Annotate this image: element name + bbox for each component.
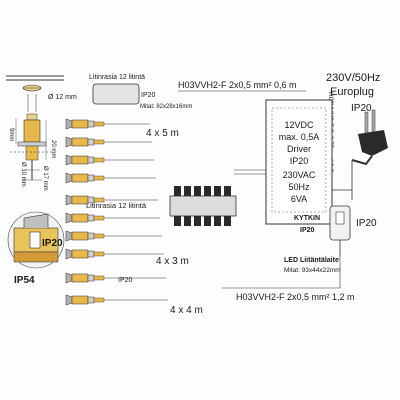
led-fixture — [65, 212, 160, 224]
led-fixture — [65, 194, 158, 206]
block-connector — [224, 186, 231, 226]
driver-line-4: 230VAC — [283, 170, 316, 180]
junction-top-dims: Mitat: 82x28x16mm — [140, 104, 192, 110]
block-connector — [174, 186, 181, 226]
led-dims: Mitat: 93x44x22mm — [284, 267, 341, 274]
bus-lines — [234, 169, 266, 175]
dim-17-label: Ø 17 mm — [42, 166, 48, 191]
connectors-group — [174, 186, 231, 226]
ip20-left-label: IP20 — [42, 238, 63, 249]
group2-label: 4 x 3 m — [156, 256, 189, 267]
driver-line-0: 12VDC — [284, 120, 314, 130]
switch-ip-right: IP20 — [356, 218, 377, 229]
led-fixture — [65, 230, 162, 242]
europlug-ip: IP20 — [351, 103, 372, 114]
led-fixture — [65, 272, 166, 284]
junction-mid-label: Litinrasia 12 litintä — [86, 201, 147, 210]
driver-box — [265, 99, 333, 225]
ip54-left-label: IP54 — [14, 275, 35, 286]
supply-label: 230V/50Hz — [326, 72, 380, 84]
group3-ip: IP20 — [118, 277, 133, 284]
central-junction-block — [169, 195, 237, 217]
led-fixture — [65, 118, 150, 130]
europlug-label: Europlug — [330, 86, 374, 98]
dim-10-label: Ø 10 mm — [20, 162, 26, 187]
switch-ip: IP20 — [300, 227, 315, 234]
block-connector — [204, 186, 211, 226]
group1-label: 4 x 5 m — [146, 128, 179, 139]
led-fixture — [65, 172, 156, 184]
driver-line-5: 50Hz — [288, 182, 310, 192]
dim-9-label: 9mm — [8, 128, 14, 141]
led-fixture — [65, 154, 154, 166]
block-connector — [184, 186, 191, 226]
junction-top-ip: IP20 — [141, 92, 156, 99]
junction-top-label: Litinrasia 12 litintä — [89, 74, 145, 81]
group3-label: 4 x 4 m — [170, 305, 203, 316]
cable-bottom-label: H03VVH2-F 2x0,5 mm² 1,2 m — [236, 292, 355, 302]
block-connector — [214, 186, 221, 226]
led-title: LED Liitäntälaite — [284, 257, 339, 264]
led-fixture — [65, 136, 152, 148]
driver-line-6: 6VA — [291, 194, 307, 204]
installed-fixture-illustration — [7, 211, 65, 269]
led-fixture — [65, 248, 164, 260]
switch-graphic — [329, 205, 351, 256]
driver-line-3: IP20 — [290, 156, 309, 166]
top-rule — [6, 75, 64, 81]
dim-20-label: 20 mm — [50, 140, 56, 158]
driver-line-2: Driver — [287, 144, 311, 154]
top-junction-box — [92, 83, 140, 105]
switch-title: KYTKIN — [294, 215, 320, 222]
block-connector — [194, 186, 201, 226]
driver-line-1: max. 0,5A — [279, 132, 320, 142]
europlug-graphic — [351, 109, 388, 166]
led-fixture — [65, 294, 168, 306]
fixture-cross-section — [10, 84, 52, 181]
cable-top-label: H03VVH2-F 2x0,5 mm² 0,6 m — [178, 80, 297, 90]
dim-12-label: Ø 12 mm — [48, 94, 77, 101]
fixtures-group — [65, 118, 168, 306]
